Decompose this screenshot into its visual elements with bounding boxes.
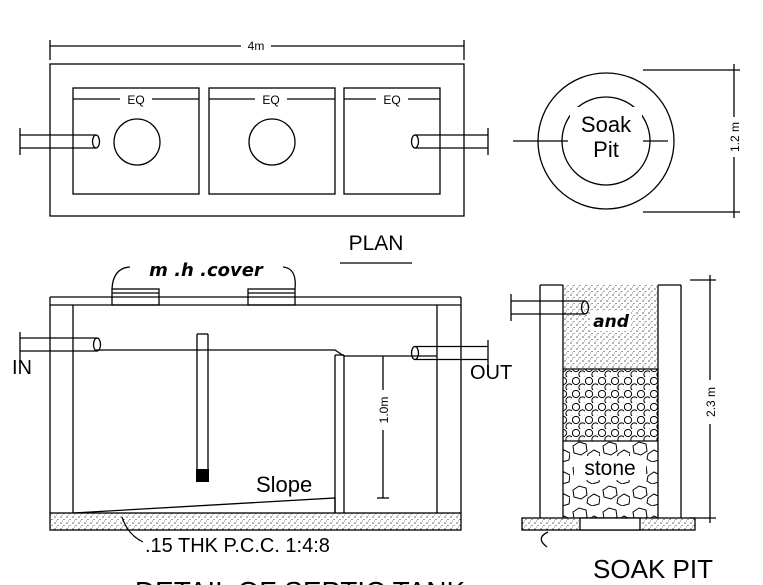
soak-pit-plan — [513, 64, 740, 218]
manhole-cover-label: m .h .cover — [149, 260, 264, 281]
outlet-label: OUT — [470, 362, 512, 384]
soak-pit-diameter: 1.2 m — [728, 122, 742, 152]
pcc-base — [49, 512, 462, 531]
plan-view — [19, 40, 489, 264]
slope-label: Slope — [256, 472, 312, 497]
eq-label-bg-3 — [376, 92, 408, 106]
septic-tank-caption: DETAIL OF SEPTIC TANK — [135, 576, 466, 585]
manhole-label-bg — [130, 258, 283, 280]
floor-slope — [72, 497, 336, 514]
eq-label-bg-2 — [255, 92, 287, 106]
eq-label-3: EQ — [383, 93, 400, 107]
compartment-2 — [208, 87, 336, 195]
pit-inlet-pipe-end — [580, 300, 590, 315]
plan-overall-dim: 4m — [248, 39, 265, 53]
soak-layer-bottom-label: stone — [584, 457, 635, 480]
depth-dim-label-bg — [376, 390, 390, 430]
sand-label-bg — [590, 311, 631, 331]
tank-section — [19, 266, 489, 514]
manhole-cover-1 — [111, 288, 160, 306]
tank-depth-dim: 1.0m — [377, 397, 391, 424]
soak-dim-label-bg — [727, 117, 741, 157]
manhole-bracket — [111, 266, 296, 290]
section-outlet-pipe — [410, 340, 489, 366]
soak-pit-caption: SOAK PIT — [593, 554, 713, 584]
plan-outer-wall — [49, 63, 465, 217]
pit-footing-gap — [579, 517, 641, 531]
compartment-1 — [72, 87, 200, 195]
soak-pit-depth-dim: 2.3 m — [704, 387, 718, 417]
eq-label-2: EQ — [262, 93, 279, 107]
manhole-2 — [248, 118, 296, 166]
tee-pipe-outlet — [196, 469, 209, 482]
soak-layer-top-label: and — [593, 312, 630, 332]
manhole-cover-2 — [247, 288, 296, 306]
section-inlet-pipe — [19, 332, 102, 360]
plan-caption: PLAN — [349, 232, 404, 255]
plan-outlet-pipe — [410, 128, 489, 155]
stone-label-bg — [574, 456, 646, 480]
compartment-3 — [343, 87, 441, 195]
soak-pit-label-2: Pit — [593, 137, 619, 162]
pcc-note: .15 THK P.C.C. 1:4:8 — [145, 535, 330, 557]
inlet-label: IN — [12, 357, 32, 379]
pit-dim-label-bg — [703, 380, 717, 424]
layer-pebbles — [563, 369, 658, 441]
pcc-leader — [121, 516, 144, 543]
liquid-level-line — [96, 349, 437, 357]
eq-label-bg-1 — [120, 92, 152, 106]
eq-label-1: EQ — [127, 93, 144, 107]
soak-pit-label-1: Soak — [581, 112, 632, 137]
plan-dim-label-bg — [241, 38, 271, 52]
plan-inlet-pipe — [19, 128, 101, 155]
pit-leader — [540, 531, 549, 548]
manhole-1 — [113, 118, 161, 166]
soak-label-bg — [570, 107, 642, 159]
